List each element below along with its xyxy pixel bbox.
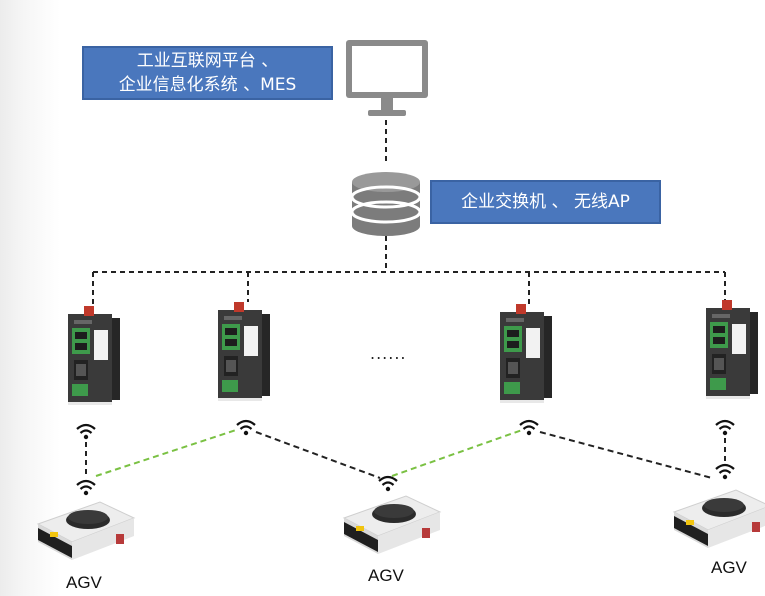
wifi-icon (377, 475, 399, 493)
wifi-icon (235, 419, 257, 437)
wireless-link-4 (539, 431, 713, 479)
gateway-device-icon (218, 302, 270, 401)
agv-robot-icon (343, 495, 441, 555)
switch-label: 企业交换机 、 无线AP (430, 180, 661, 224)
wifi-icon (518, 419, 540, 437)
wireless-link-3 (255, 431, 381, 479)
agv-robot-icon (673, 489, 765, 549)
platform-label-line1: 工业互联网平台 、 (136, 51, 279, 71)
monitor-icon (346, 40, 428, 116)
wireless-link-1 (95, 429, 237, 477)
wireless-link-2 (391, 429, 523, 477)
gateway-device-icon (500, 304, 552, 403)
gateway-device-icon (68, 306, 120, 405)
agv-robot-icon (37, 501, 135, 561)
background-shade (0, 0, 60, 596)
more-devices-ellipsis: ...... (370, 344, 407, 363)
server-stack-icon (350, 172, 422, 236)
wifi-icon (714, 419, 736, 437)
switch-label-text: 企业交换机 、 无线AP (461, 192, 630, 212)
platform-label-line2: 企业信息化系统 、MES (118, 75, 297, 95)
wifi-icon (75, 479, 97, 497)
wifi-icon (75, 423, 97, 441)
agv-label-3: AGV (711, 558, 747, 577)
gateway-device-icon (706, 300, 758, 399)
agv-label-1: AGV (66, 573, 102, 592)
wifi-icon (714, 463, 736, 481)
agv-label-2: AGV (368, 566, 404, 585)
platform-label: 工业互联网平台 、 企业信息化系统 、MES (82, 46, 333, 100)
